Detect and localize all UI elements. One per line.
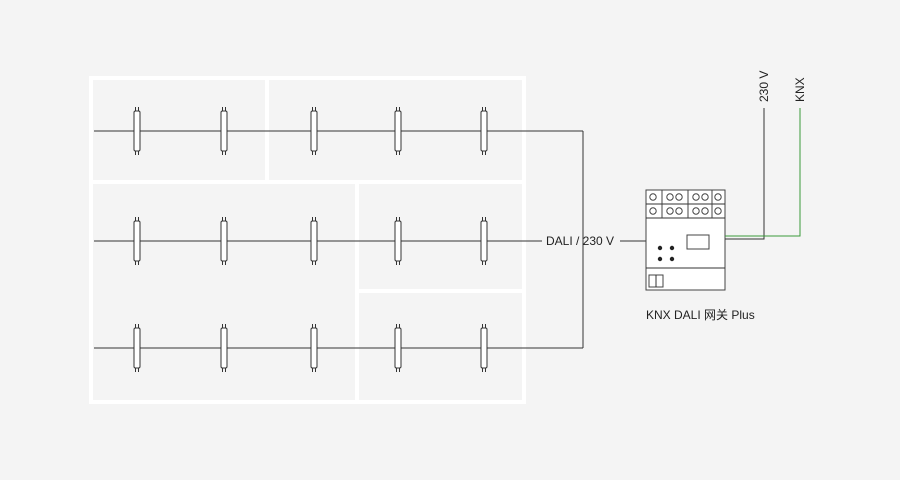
lamp bbox=[310, 324, 318, 372]
bus-label: DALI / 230 V bbox=[546, 234, 614, 248]
terminal-screw bbox=[649, 193, 657, 201]
lamp bbox=[133, 324, 141, 372]
lamp-group bbox=[133, 107, 488, 372]
terminal-screw bbox=[666, 207, 674, 215]
terminal-screw bbox=[701, 207, 709, 215]
dali-wiring bbox=[94, 130, 646, 349]
indicator-led bbox=[657, 245, 663, 251]
lamp bbox=[480, 324, 488, 372]
knx-dali-gateway bbox=[645, 189, 726, 291]
indicator-led bbox=[669, 245, 675, 251]
supply-wiring bbox=[725, 108, 801, 240]
lamp bbox=[394, 107, 402, 155]
terminal-screw bbox=[649, 207, 657, 215]
indicator-led bbox=[669, 256, 675, 262]
terminal-block bbox=[649, 190, 722, 218]
status-display bbox=[686, 234, 710, 250]
floor-outline bbox=[89, 76, 526, 404]
terminal-screw bbox=[692, 193, 700, 201]
mains-label: 230 V bbox=[757, 71, 771, 102]
mains-wire bbox=[725, 108, 765, 240]
knx-label: KNX bbox=[793, 77, 807, 102]
lamp bbox=[133, 217, 141, 265]
terminal-screw bbox=[714, 193, 722, 201]
lamp bbox=[394, 324, 402, 372]
lamp bbox=[220, 107, 228, 155]
terminal-screw bbox=[692, 207, 700, 215]
lamp bbox=[480, 217, 488, 265]
terminal-screw bbox=[701, 193, 709, 201]
terminal-screw bbox=[675, 207, 683, 215]
lamp bbox=[394, 217, 402, 265]
lamp bbox=[220, 324, 228, 372]
device-name: KNX DALI 网关 Plus bbox=[646, 308, 755, 322]
indicator-led bbox=[657, 256, 663, 262]
lamp bbox=[220, 217, 228, 265]
terminal-screw bbox=[675, 193, 683, 201]
lamp bbox=[133, 107, 141, 155]
lamp bbox=[310, 217, 318, 265]
terminal-screw bbox=[666, 193, 674, 201]
floor-plan bbox=[89, 76, 526, 404]
lamp bbox=[480, 107, 488, 155]
lamp bbox=[310, 107, 318, 155]
terminal-screw bbox=[714, 207, 722, 215]
knx-wire bbox=[725, 108, 801, 237]
